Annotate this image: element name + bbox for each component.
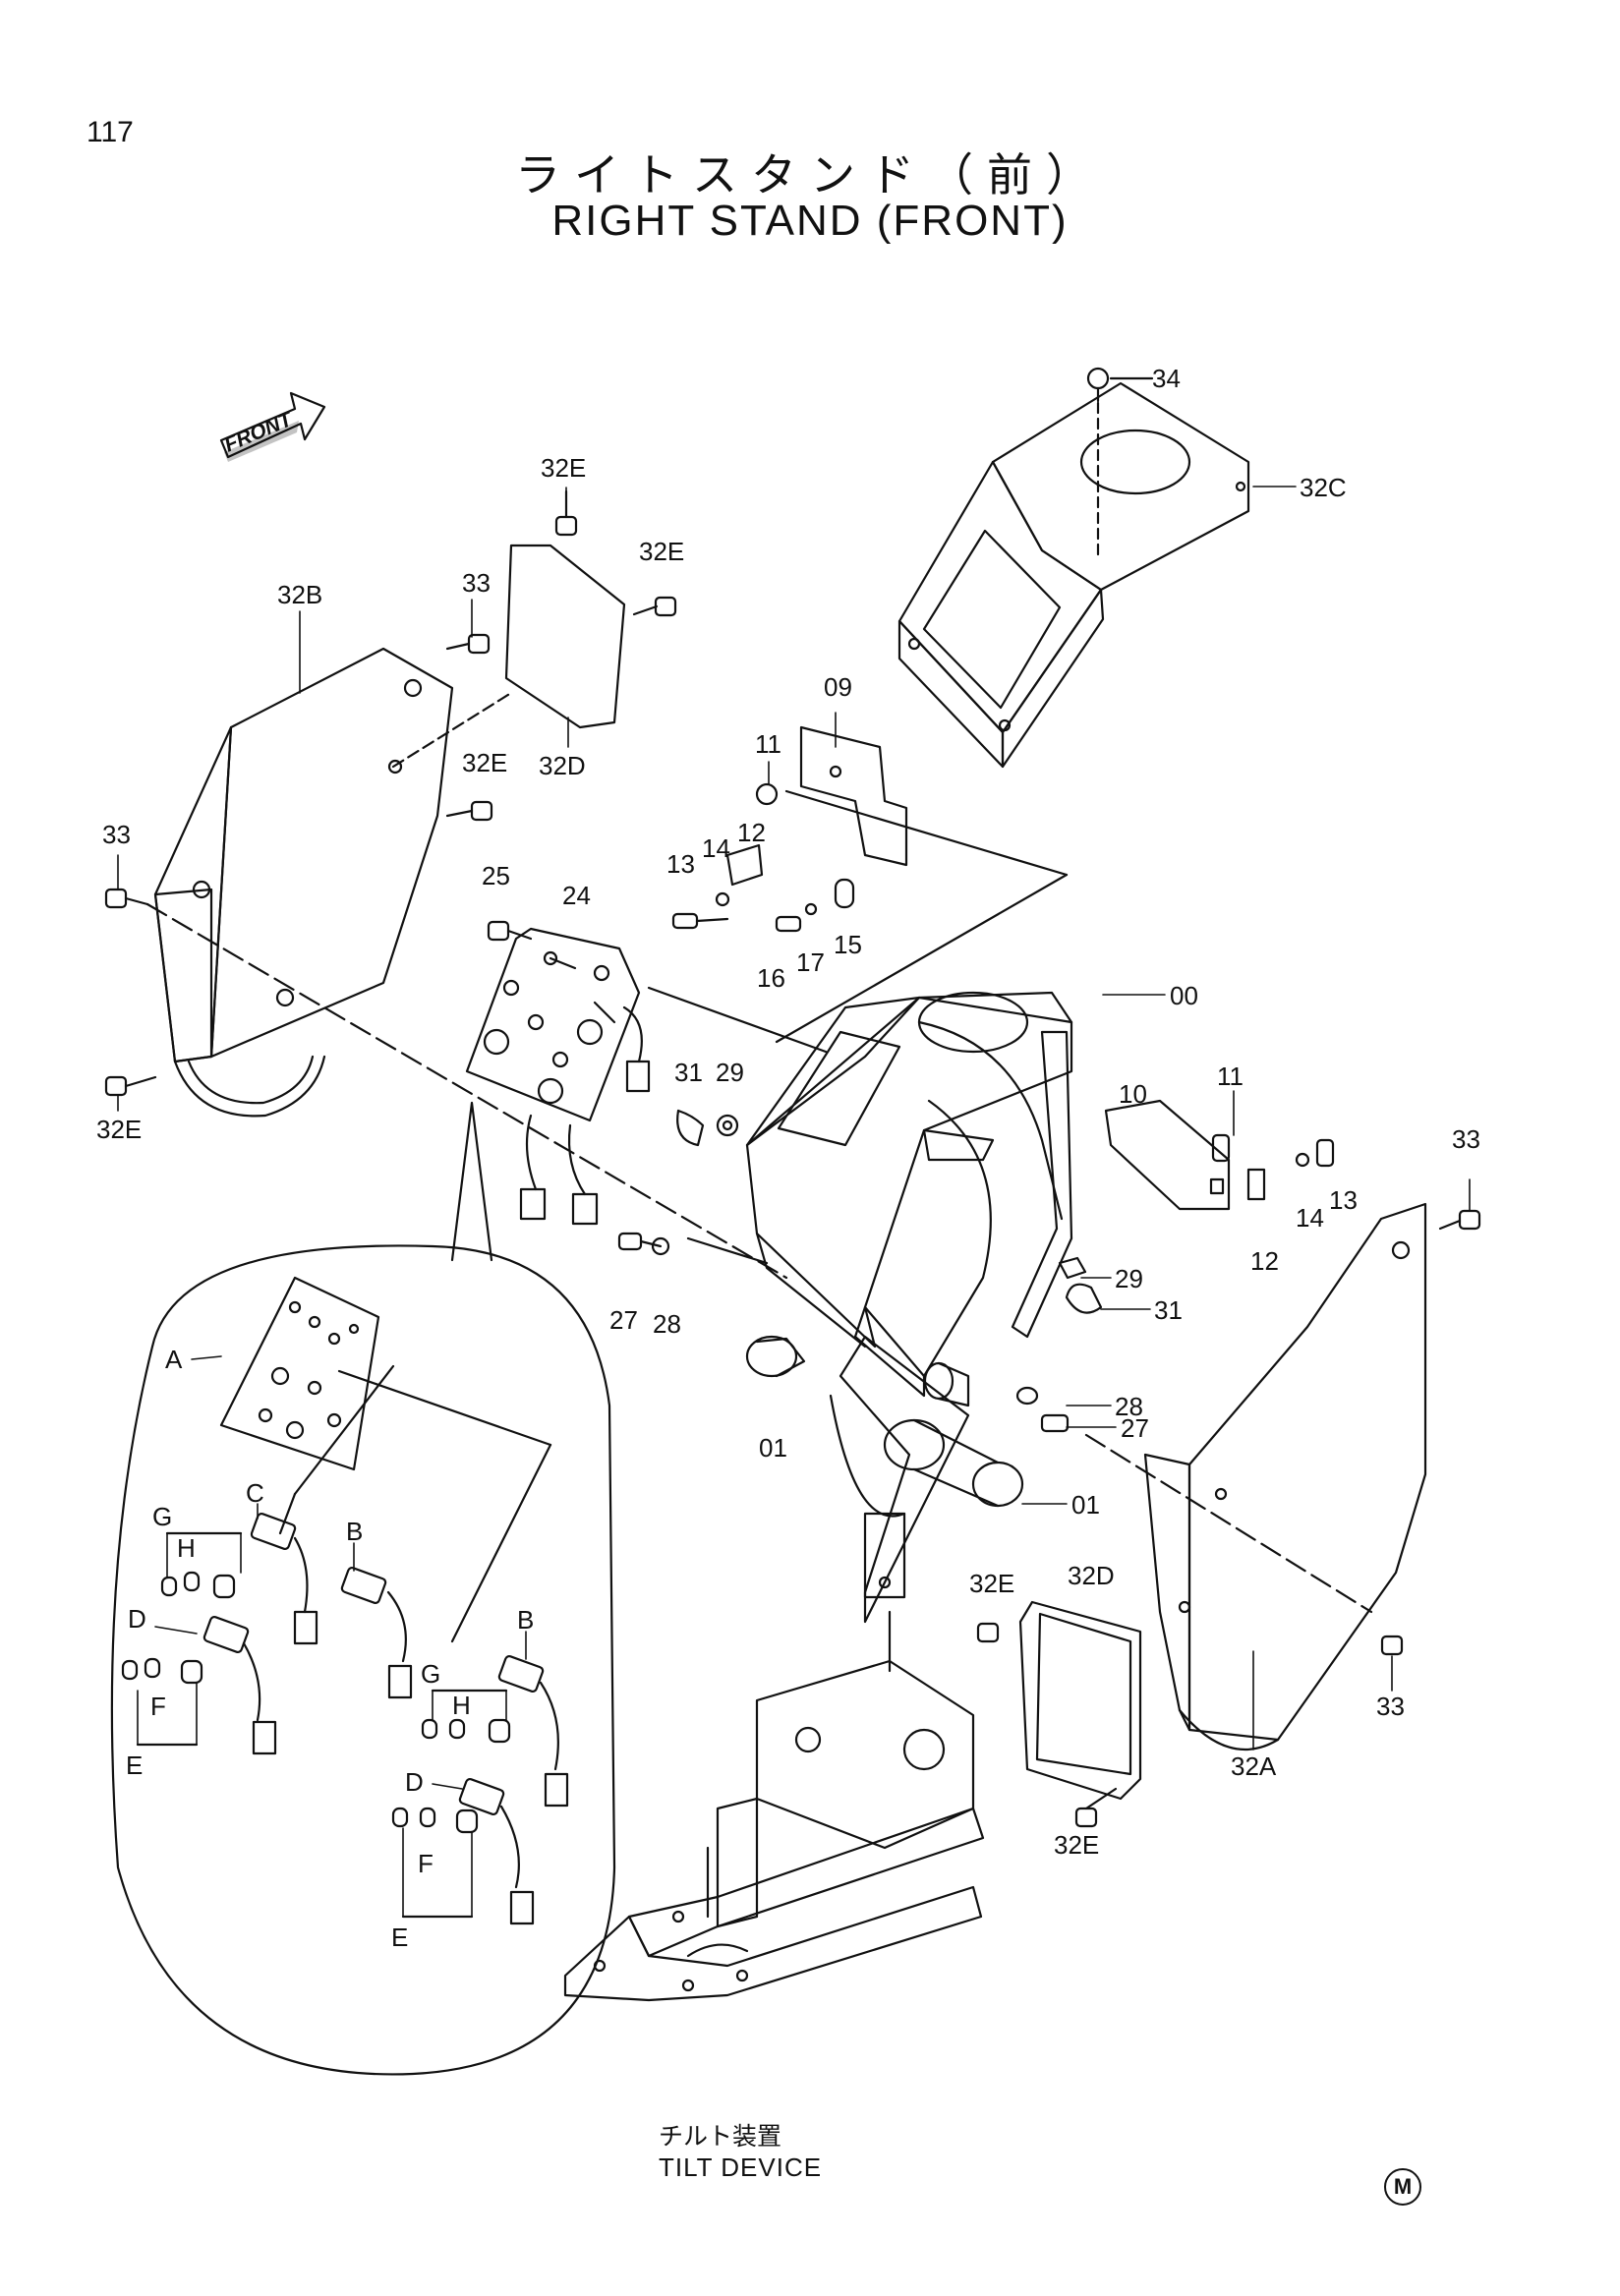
- callout-31-b: 31: [1154, 1295, 1183, 1325]
- callout-01-left: 01: [759, 1433, 787, 1463]
- bolts-upper-group: [104, 489, 788, 1280]
- callout-29-b: 29: [1115, 1264, 1143, 1293]
- clips-29-31: [617, 1109, 1103, 1433]
- caption-japanese: チルト装置: [659, 2122, 782, 2151]
- detail-inset: [110, 1101, 616, 2076]
- callout-09: 09: [824, 672, 852, 702]
- callout-32e-mid: 32E: [462, 748, 507, 777]
- callout-33-right: 33: [1452, 1124, 1480, 1154]
- plate-10: [1104, 1099, 1335, 1211]
- callout-labels: 34 32C 32E 32E 32B 33 32E 32D 33 32E 09 …: [96, 364, 1480, 1860]
- inset-label-e-2: E: [391, 1923, 408, 1952]
- side-panel-32a: [1084, 1202, 1481, 1751]
- bracket-32c: [897, 381, 1250, 769]
- callout-32d-left: 32D: [539, 751, 586, 780]
- bushings-01: [745, 1335, 1024, 1508]
- caption-english: TILT DEVICE: [659, 2152, 823, 2182]
- inset-leaders: [137, 1355, 527, 1918]
- callout-34: 34: [1152, 364, 1181, 393]
- page-number: 117: [87, 116, 134, 148]
- callout-11-a: 11: [755, 729, 781, 759]
- bolt-34: [1086, 367, 1154, 562]
- callout-32e-upper: 32E: [639, 537, 684, 566]
- switch-panel-24: [465, 920, 828, 1226]
- inset-label-e-1: E: [126, 1751, 143, 1780]
- side-panel-32b: [153, 647, 454, 1118]
- front-label: FRONT: [221, 407, 298, 456]
- callout-31-a: 31: [674, 1058, 703, 1087]
- callout-11-b: 11: [1217, 1062, 1244, 1091]
- inset-label-d-2: D: [405, 1767, 424, 1797]
- callout-33-left: 33: [102, 820, 131, 849]
- tilt-device: [563, 1659, 985, 2002]
- inset-label-b-1: B: [346, 1517, 363, 1546]
- callout-14-b: 14: [1296, 1203, 1324, 1233]
- inset-label-h-2: H: [452, 1691, 471, 1720]
- callout-33-upper: 33: [462, 568, 491, 598]
- callout-13-b: 13: [1329, 1185, 1358, 1215]
- callout-28-a: 28: [653, 1309, 681, 1339]
- callout-14-a: 14: [702, 833, 730, 863]
- callout-27-a: 27: [609, 1305, 638, 1335]
- inset-label-d-1: D: [128, 1604, 146, 1634]
- callout-32e-top: 32E: [541, 453, 586, 483]
- inset-letter-labels: A C B G H D F E B G H D F E: [126, 1345, 534, 1952]
- leader-lines: [117, 486, 1471, 1751]
- callout-32a: 32A: [1231, 1751, 1277, 1781]
- callout-10: 10: [1119, 1079, 1147, 1109]
- callout-32d-right: 32D: [1068, 1561, 1115, 1590]
- callout-17: 17: [796, 947, 825, 977]
- title-english: RIGHT STAND (FRONT): [551, 197, 1069, 245]
- callout-27-b: 27: [1121, 1413, 1149, 1443]
- stand-frame-00: [686, 991, 1073, 1673]
- inset-label-b-2: B: [517, 1605, 534, 1635]
- callout-24: 24: [562, 881, 591, 910]
- inset-label-h-1: H: [177, 1533, 196, 1563]
- callout-29-a: 29: [716, 1058, 744, 1087]
- inset-label-g-2: G: [421, 1659, 440, 1689]
- callout-25: 25: [482, 861, 510, 890]
- callout-32b: 32B: [277, 580, 322, 609]
- inset-label-g-1: G: [152, 1502, 172, 1531]
- footer-mark: M: [1384, 2168, 1421, 2206]
- callout-13-a: 13: [666, 849, 695, 879]
- callout-12-b: 12: [1250, 1246, 1279, 1276]
- callout-28-b: 28: [1115, 1392, 1143, 1421]
- callout-32c: 32C: [1300, 473, 1347, 502]
- front-arrow-icon: FRONT: [219, 391, 326, 462]
- inset-label-f-2: F: [418, 1849, 434, 1878]
- title-japanese: ライトスタンド（前）: [515, 148, 1105, 201]
- plate-09-assembly: [671, 725, 1069, 1044]
- callout-00: 00: [1170, 981, 1198, 1010]
- callout-32e-lower: 32E: [969, 1569, 1014, 1598]
- cover-plate-32d-lower: [976, 1600, 1142, 1828]
- callout-33-lower: 33: [1376, 1692, 1405, 1721]
- inset-label-a: A: [165, 1345, 183, 1374]
- callout-12-a: 12: [737, 818, 766, 847]
- callout-15: 15: [834, 930, 862, 959]
- callout-16: 16: [757, 963, 785, 993]
- cover-plate-32d-upper: [391, 544, 626, 769]
- callout-32e-left: 32E: [96, 1115, 142, 1144]
- inset-label-f-1: F: [150, 1692, 166, 1721]
- callout-32e-bottom: 32E: [1054, 1830, 1099, 1860]
- callout-01-right: 01: [1071, 1490, 1100, 1520]
- inset-label-c: C: [246, 1478, 264, 1508]
